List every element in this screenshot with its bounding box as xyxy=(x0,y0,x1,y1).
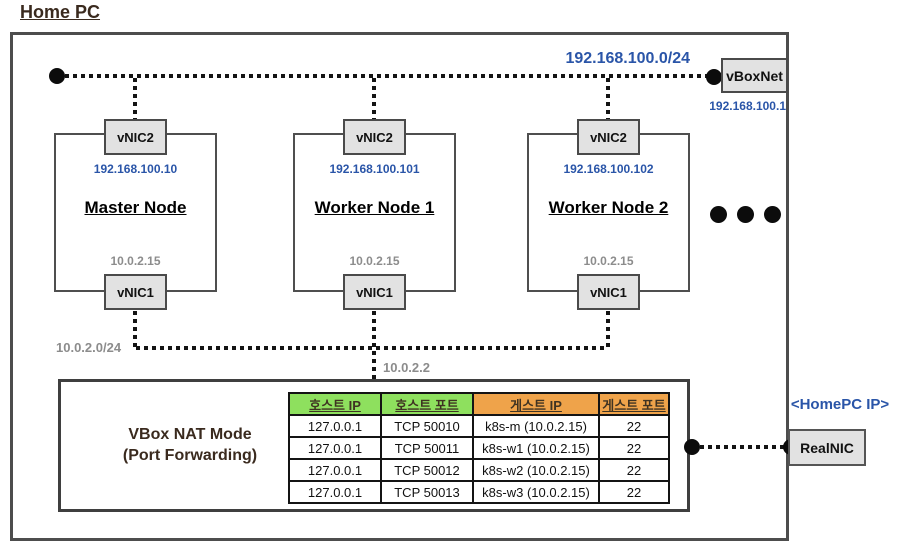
node-worker2-title: Worker Node 2 xyxy=(548,198,669,217)
node-worker2-vnic1-box: vNIC1 xyxy=(577,274,640,310)
node-worker2: vNIC2 192.168.100.102 Worker Node 2 10.0… xyxy=(527,110,690,312)
header-guest-ip: 게스트 IP xyxy=(472,392,600,416)
cell-host-port: TCP 50010 xyxy=(380,414,474,438)
node-master-vnic2-ip: 192.168.100.10 xyxy=(93,162,178,176)
more-nodes-ellipsis xyxy=(710,206,781,223)
connector-backbone-worker1 xyxy=(372,78,376,120)
cell-guest-ip: k8s-w1 (10.0.2.15) xyxy=(472,436,600,460)
cell-guest-port: 22 xyxy=(598,480,670,504)
nat-mode-title-line2: (Port Forwarding) xyxy=(122,447,258,465)
cell-host-ip: 127.0.0.1 xyxy=(288,458,382,482)
top-network-right-endpoint-dot xyxy=(706,69,722,85)
table-row: 127.0.0.1 TCP 50011 k8s-w1 (10.0.2.15) 2… xyxy=(288,436,670,460)
cell-host-ip: 127.0.0.1 xyxy=(288,436,382,460)
node-worker1-title: Worker Node 1 xyxy=(314,198,435,217)
cell-host-ip: 127.0.0.1 xyxy=(288,414,382,438)
nat-uplink-dot xyxy=(684,439,700,455)
cell-guest-ip: k8s-w2 (10.0.2.15) xyxy=(472,458,600,482)
node-worker2-vnic2-ip: 192.168.100.102 xyxy=(563,162,654,176)
node-worker1-vnic1-ip: 10.0.2.15 xyxy=(349,254,400,268)
cell-guest-ip: k8s-m (10.0.2.15) xyxy=(472,414,600,438)
node-master-title: Master Node xyxy=(84,198,187,217)
port-forwarding-table: 호스트 IP 호스트 포트 게스트 IP 게스트 포트 127.0.0.1 TC… xyxy=(288,392,670,504)
node-worker1-vnic2-box: vNIC2 xyxy=(343,119,406,155)
top-network-line xyxy=(57,74,714,78)
cell-guest-port: 22 xyxy=(598,414,670,438)
cell-host-port: TCP 50011 xyxy=(380,436,474,460)
node-master-vnic2-box: vNIC2 xyxy=(104,119,167,155)
vboxnet-box: vBoxNet xyxy=(721,58,788,93)
table-row: 127.0.0.1 TCP 50012 k8s-w2 (10.0.2.15) 2… xyxy=(288,458,670,482)
connector-backbone-master xyxy=(133,78,137,120)
cell-guest-ip: k8s-w3 (10.0.2.15) xyxy=(472,480,600,504)
node-worker1: vNIC2 192.168.100.101 Worker Node 1 10.0… xyxy=(293,110,456,312)
realnic-box: RealNIC xyxy=(788,429,866,466)
node-worker2-rect xyxy=(527,133,690,292)
nat-mode-title: VBox NAT Mode (Port Forwarding) xyxy=(70,424,310,466)
header-host-port: 호스트 포트 xyxy=(380,392,474,416)
node-master-vnic1-box: vNIC1 xyxy=(104,274,167,310)
node-worker1-vnic2-ip: 192.168.100.101 xyxy=(329,162,420,176)
dot-icon xyxy=(737,206,754,223)
cell-host-port: TCP 50012 xyxy=(380,458,474,482)
cell-host-port: TCP 50013 xyxy=(380,480,474,504)
table-row: 127.0.0.1 TCP 50013 k8s-w3 (10.0.2.15) 2… xyxy=(288,480,670,504)
top-network-left-endpoint-dot xyxy=(49,68,65,84)
node-master: vNIC2 192.168.100.10 Master Node 10.0.2.… xyxy=(54,110,217,312)
connector-master-natnet xyxy=(133,311,137,350)
node-master-vnic1-ip: 10.0.2.15 xyxy=(110,254,161,268)
cell-host-ip: 127.0.0.1 xyxy=(288,480,382,504)
nat-mode-title-line1: VBox NAT Mode xyxy=(128,426,252,443)
nat-subnet-label: 10.0.2.0/24 xyxy=(56,340,122,355)
dot-icon xyxy=(764,206,781,223)
nat-realnic-line xyxy=(700,445,786,449)
node-worker1-vnic1-box: vNIC1 xyxy=(343,274,406,310)
cell-guest-port: 22 xyxy=(598,436,670,460)
homepc-ip-label: <HomePC IP> xyxy=(790,396,890,413)
node-worker1-rect xyxy=(293,133,456,292)
table-row: 127.0.0.1 TCP 50010 k8s-m (10.0.2.15) 22 xyxy=(288,414,670,438)
connector-worker2-natnet xyxy=(606,311,610,350)
node-worker2-vnic2-box: vNIC2 xyxy=(577,119,640,155)
dot-icon xyxy=(710,206,727,223)
top-subnet-label: 192.168.100.0/24 xyxy=(565,50,690,67)
nat-gateway-ip-label: 10.0.2.2 xyxy=(383,360,430,375)
table-header-row: 호스트 IP 호스트 포트 게스트 IP 게스트 포트 xyxy=(288,392,670,416)
nat-network-line xyxy=(136,346,608,350)
page-title: Home PC xyxy=(20,2,101,22)
node-worker2-vnic1-ip: 10.0.2.15 xyxy=(583,254,634,268)
connector-backbone-worker2 xyxy=(606,78,610,120)
header-guest-port: 게스트 포트 xyxy=(598,392,670,416)
vboxnet-ip-label: 192.168.100.1 xyxy=(709,99,786,113)
header-host-ip: 호스트 IP xyxy=(288,392,382,416)
homepc-boundary-box xyxy=(10,32,789,541)
cell-guest-port: 22 xyxy=(598,458,670,482)
